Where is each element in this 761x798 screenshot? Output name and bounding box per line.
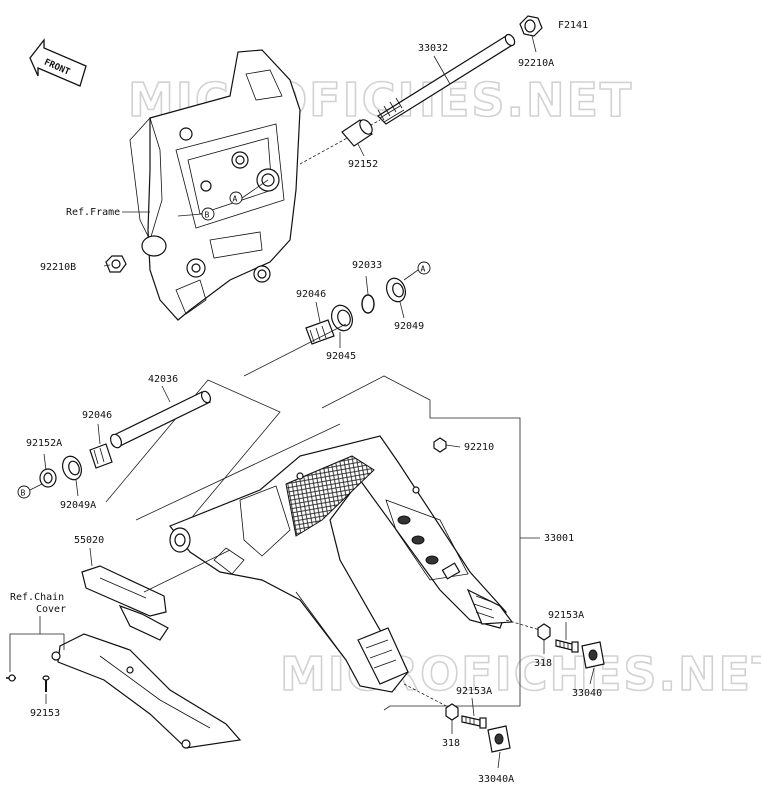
screw-chain-cover-left — [6, 674, 16, 682]
bearing-92045 — [331, 304, 353, 332]
nut-92210b — [105, 255, 127, 273]
seal-92049 — [385, 277, 407, 303]
front-arrow-icon: FRONT — [29, 38, 87, 87]
svg-text:A: A — [233, 195, 238, 204]
callout-b-frame — [201, 207, 215, 221]
nut-92210 — [433, 437, 447, 453]
collar-92152 — [341, 119, 373, 147]
label-92153: 92153 — [30, 708, 60, 719]
callout-a-seal — [417, 261, 431, 275]
svg-text:B: B — [21, 489, 26, 498]
bolt-92153a-lower — [461, 715, 487, 729]
adjuster-block-33040 — [581, 641, 605, 669]
label-92046-upper: 92046 — [296, 289, 326, 300]
svg-text:B: B — [205, 211, 210, 220]
label-55020: 55020 — [74, 535, 104, 546]
callout-b-collar — [17, 485, 31, 499]
nut-92210a — [519, 15, 543, 37]
sleeve-42036 — [109, 390, 212, 449]
label-92210: 92210 — [464, 442, 494, 453]
label-318-right: 318 — [534, 658, 552, 669]
label-92046-lower: 92046 — [82, 410, 112, 421]
chain-guard-55020 — [81, 565, 169, 641]
label-92210a: 92210A — [518, 58, 554, 69]
bolt-chain-cover-front — [51, 651, 61, 661]
nut-318-lower — [445, 703, 459, 721]
ref-chain-cover-label-2: Cover — [36, 604, 66, 615]
label-33040: 33040 — [572, 688, 602, 699]
ref-chain-cover-label-1: Ref.Chain — [10, 592, 64, 603]
chain-cover-reference-part — [57, 633, 242, 749]
bolt-92153a-right — [555, 639, 579, 653]
ref-frame-label: Ref.Frame — [66, 207, 120, 218]
adjuster-block-33040a — [487, 725, 511, 753]
snap-ring-92033 — [361, 294, 375, 314]
label-92153a-lower: 92153A — [456, 686, 492, 697]
label-92152: 92152 — [348, 159, 378, 170]
label-318-lower: 318 — [442, 738, 460, 749]
nut-318-right — [537, 623, 551, 641]
label-92210b: 92210B — [40, 262, 76, 273]
label-92152a: 92152A — [26, 438, 62, 449]
label-33032: 33032 — [418, 43, 448, 54]
label-92033: 92033 — [352, 260, 382, 271]
diagram-code: F2141 — [558, 20, 588, 31]
swingarm-33001 — [169, 435, 514, 693]
label-33040a: 33040A — [478, 774, 514, 785]
label-33001: 33001 — [544, 533, 574, 544]
frame-reference-part — [129, 49, 301, 321]
callout-a-frame — [229, 191, 243, 205]
label-42036: 42036 — [148, 374, 178, 385]
needle-bearing-92046-upper — [305, 319, 335, 345]
label-92045: 92045 — [326, 351, 356, 362]
collar-92152a — [39, 468, 57, 488]
svg-text:A: A — [421, 265, 426, 274]
needle-bearing-92046-lower — [89, 443, 113, 469]
screw-92153 — [42, 675, 50, 692]
label-92049: 92049 — [394, 321, 424, 332]
pivot-shaft-33032 — [377, 33, 516, 125]
label-92153a-right: 92153A — [548, 610, 584, 621]
label-92049a: 92049A — [60, 500, 96, 511]
seal-92049a — [61, 455, 83, 481]
